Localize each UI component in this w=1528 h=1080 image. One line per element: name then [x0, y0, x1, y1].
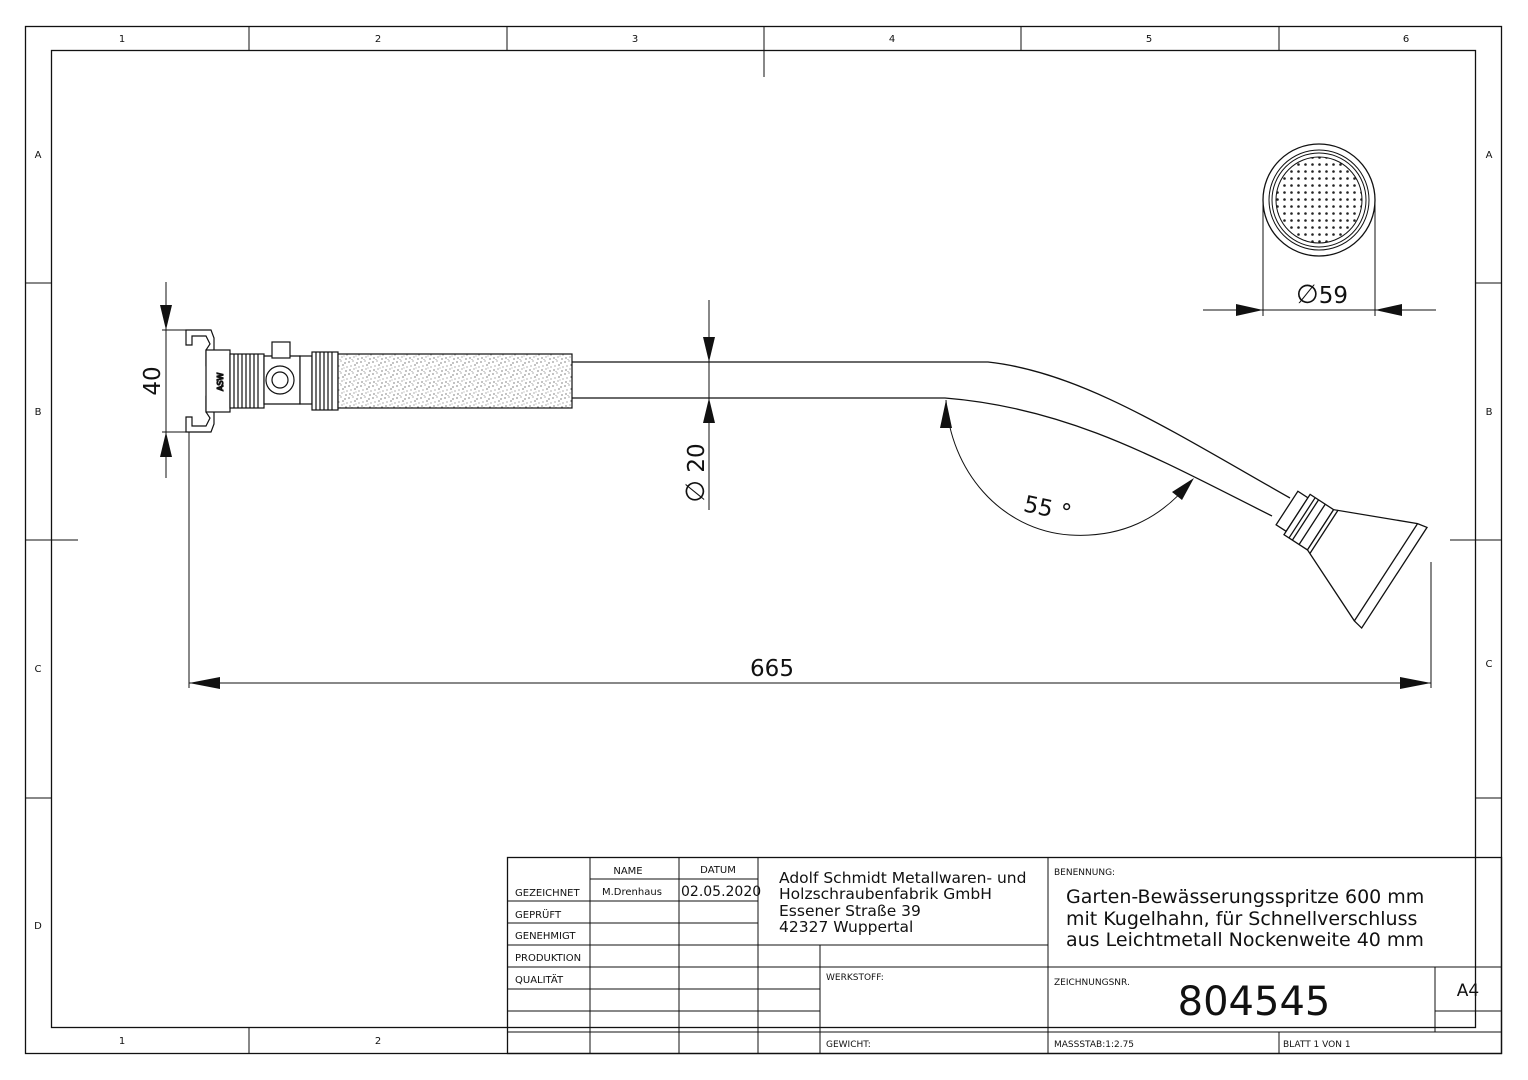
dim-total-length-value: 665: [750, 656, 794, 682]
coupling: ASW: [185, 329, 265, 433]
row-label-geprueft: GEPRÜFT: [515, 908, 562, 921]
drawn-date: 02.05.2020: [681, 884, 761, 900]
company-line-3: Essener Straße 39: [779, 902, 921, 920]
benennung-label: BENENNUNG:: [1054, 868, 1115, 878]
hex-nut: [299, 351, 339, 411]
company-line-4: 42327 Wuppertal: [779, 918, 913, 936]
massstab-label: MASSSTAB:1:2.75: [1054, 1040, 1134, 1050]
title-block: [506, 856, 1503, 1055]
zone-column-2-bottom: 2: [375, 1036, 381, 1047]
paper-format: A4: [1457, 981, 1479, 1001]
part-marking: ASW: [216, 372, 225, 391]
zone-column-6: 6: [1403, 34, 1409, 45]
benennung-line-2: mit Kugelhahn, für Schnellverschluss: [1066, 908, 1417, 930]
row-label-gezeichnet: GEZEICHNET: [515, 888, 580, 899]
dim-coupling-height-value: 40: [140, 366, 166, 395]
dimension-pipe-diameter: ∅ 20: [681, 300, 715, 510]
row-label-qualitaet: QUALITÄT: [515, 973, 564, 986]
company-line-2: Holzschraubenfabrik GmbH: [779, 885, 992, 903]
dimension-angle: 55 °: [940, 399, 1194, 536]
drawing-number: 804545: [1178, 979, 1331, 1025]
spray-tube: [572, 361, 1291, 517]
zone-row-b-right: B: [1486, 407, 1493, 418]
zone-column-1: 1: [119, 34, 125, 45]
zone-row-c-right: C: [1486, 659, 1493, 670]
zone-column-4: 4: [889, 34, 895, 45]
col-name-header: NAME: [613, 866, 642, 877]
row-label-produktion: PRODUKTION: [515, 953, 581, 964]
werkstoff-label: WERKSTOFF:: [826, 973, 884, 983]
col-date-header: DATUM: [700, 865, 736, 876]
zone-row-b: B: [35, 407, 42, 418]
zone-row-a: A: [35, 150, 42, 161]
zone-row-c: C: [35, 664, 42, 675]
gewicht-label: GEWICHT:: [826, 1040, 871, 1050]
zone-column-2: 2: [375, 34, 381, 45]
zone-row-a-right: A: [1486, 150, 1493, 161]
ball-valve: [263, 341, 301, 405]
zeichnungsnr-label: ZEICHNUNGSNR.: [1054, 978, 1130, 988]
dim-head-diameter-value: ∅59: [1296, 280, 1348, 310]
company-line-1: Adolf Schmidt Metallwaren- und: [779, 869, 1026, 887]
zone-column-5: 5: [1146, 34, 1152, 45]
spray-head-front-view: [1262, 143, 1376, 257]
zone-labels: 1 2 3 4 5 6 1 2 A B C D A B C: [34, 34, 1492, 1047]
dimension-head-diameter: ∅59: [1203, 200, 1436, 316]
dimension-total-length: 665: [188, 432, 1432, 689]
zone-row-d: D: [34, 921, 42, 932]
blatt-label: BLATT 1 VON 1: [1283, 1040, 1351, 1050]
zone-column-1-bottom: 1: [119, 1036, 125, 1047]
knurled-grip: [337, 353, 573, 409]
dim-pipe-diameter-value: ∅ 20: [681, 443, 711, 502]
title-block-text: NAME DATUM GEZEICHNET M.Drenhaus 02.05.2…: [515, 865, 1479, 1050]
row-label-genehmigt: GENEHMIGT: [515, 931, 576, 942]
drawn-by-name: M.Drenhaus: [602, 887, 662, 898]
zone-column-3: 3: [632, 34, 638, 45]
benennung-line-1: Garten-Bewässerungsspritze 600 mm: [1066, 886, 1424, 908]
spray-head: [1275, 490, 1429, 630]
benennung-line-3: aus Leichtmetall Nockenweite 40 mm: [1066, 929, 1424, 951]
dimension-coupling-height: 40: [140, 282, 198, 478]
dim-angle-value: 55 °: [1021, 491, 1073, 526]
